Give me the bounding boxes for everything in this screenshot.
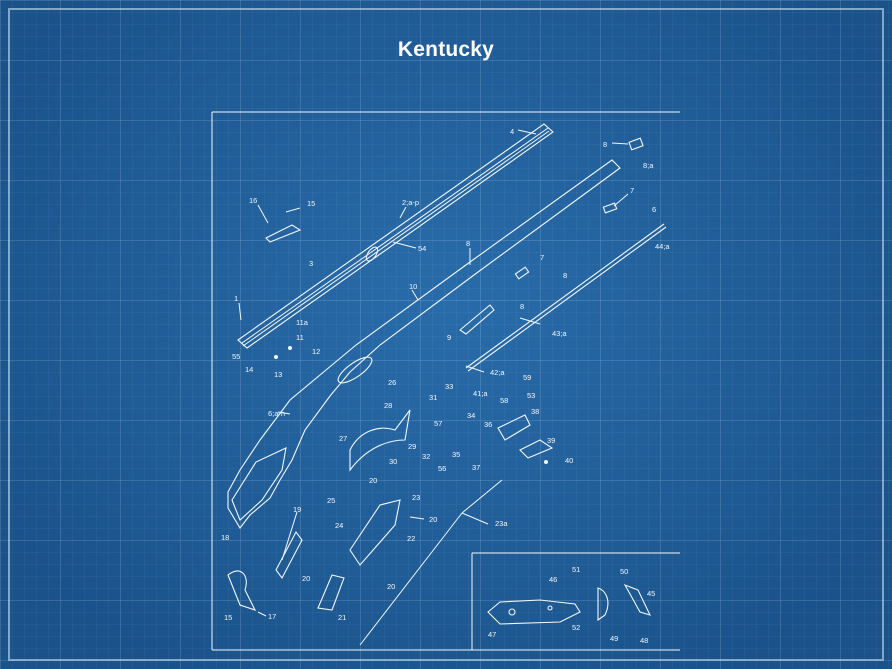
callout-40: 40 — [565, 456, 573, 465]
callout-34: 34 — [467, 411, 475, 420]
callout-6: 6 — [652, 205, 656, 214]
callout-3: 3 — [309, 259, 313, 268]
callout-44a: 44;a — [655, 242, 670, 251]
callout-50: 50 — [620, 567, 628, 576]
ramrod-part — [465, 223, 667, 372]
page-title: Kentucky — [397, 38, 495, 61]
callout-11: 11 — [296, 333, 304, 342]
callout-52: 52 — [572, 623, 580, 632]
callout-45: 45 — [647, 589, 655, 598]
callout-36: 36 — [484, 420, 492, 429]
callout-43a: 43;a — [552, 329, 567, 338]
callout-leaders — [238, 129, 629, 646]
small-parts — [265, 137, 652, 622]
callout-27: 27 — [339, 434, 347, 443]
callout-19: 19 — [293, 505, 301, 514]
callout-20-low: 20 — [387, 582, 395, 591]
callout-30: 30 — [389, 457, 397, 466]
callout-25: 25 — [327, 496, 335, 505]
callout-42a: 42;a — [490, 368, 505, 377]
callout-4: 4 — [510, 127, 514, 136]
callout-35: 35 — [452, 450, 460, 459]
callout-26: 26 — [388, 378, 396, 387]
lock-plate-part — [487, 599, 581, 625]
callout-21: 21 — [338, 613, 346, 622]
callout-6a-h: 6;a-h — [268, 409, 285, 418]
callout-41a: 41;a — [473, 389, 488, 398]
callout-31: 31 — [429, 393, 437, 402]
callout-24: 24 — [335, 521, 343, 530]
callout-32: 32 — [422, 452, 430, 461]
callout-38: 38 — [531, 407, 539, 416]
callout-33: 33 — [445, 382, 453, 391]
callout-58: 58 — [500, 396, 508, 405]
callout-37: 37 — [472, 463, 480, 472]
callout-8c: 8 — [563, 271, 567, 280]
callout-7: 7 — [630, 186, 634, 195]
callout-9: 9 — [447, 333, 451, 342]
callout-17: 17 — [268, 612, 276, 621]
callout-54: 54 — [418, 244, 426, 253]
callout-53: 53 — [527, 391, 535, 400]
callout-23: 23 — [412, 493, 420, 502]
callout-22: 22 — [407, 534, 415, 543]
callout-8a: 8;a — [643, 161, 654, 170]
callout-15b: 15 — [224, 613, 232, 622]
callout-10: 10 — [409, 282, 417, 291]
callout-59: 59 — [523, 373, 531, 382]
callout-51: 51 — [572, 565, 580, 574]
callout-20-mid: 20 — [429, 515, 437, 524]
callout-46: 46 — [549, 575, 557, 584]
callout-20-top: 20 — [369, 476, 377, 485]
callout-28: 28 — [384, 401, 392, 410]
trigger-guard-part — [349, 409, 411, 472]
callout-56: 56 — [438, 464, 446, 473]
barrel-part — [237, 123, 554, 349]
callout-8d: 8 — [520, 302, 524, 311]
callout-55: 55 — [232, 352, 240, 361]
callout-14: 14 — [245, 365, 253, 374]
side-plate-part — [349, 499, 401, 566]
callout-15: 15 — [307, 199, 315, 208]
callout-49: 49 — [610, 634, 618, 643]
stock-part — [227, 159, 621, 529]
callout-8: 8 — [603, 140, 607, 149]
callout-8b: 8 — [466, 239, 470, 248]
callout-57: 57 — [434, 419, 442, 428]
callout-11a: 11a — [296, 318, 309, 327]
blueprint-border — [8, 8, 884, 661]
butt-plate-part — [227, 570, 257, 611]
callout-1: 1 — [234, 294, 238, 303]
callout-47: 47 — [488, 630, 496, 639]
callout-12: 12 — [312, 347, 320, 356]
callout-29: 29 — [408, 442, 416, 451]
callout-48: 48 — [640, 636, 648, 645]
callout-labels: 4 8 8;a 7 6 44;a 16 15 2;a-p 54 8 3 7 8 … — [221, 127, 670, 645]
callout-2a-p: 2;a-p — [402, 198, 419, 207]
callout-7b: 7 — [540, 253, 544, 262]
callout-18: 18 — [221, 533, 229, 542]
patch-box-part — [275, 530, 303, 580]
callout-23a: 23a — [495, 519, 508, 528]
callout-20-left: 20 — [302, 574, 310, 583]
callout-16: 16 — [249, 196, 257, 205]
callout-13: 13 — [274, 370, 282, 379]
callout-39: 39 — [547, 436, 555, 445]
